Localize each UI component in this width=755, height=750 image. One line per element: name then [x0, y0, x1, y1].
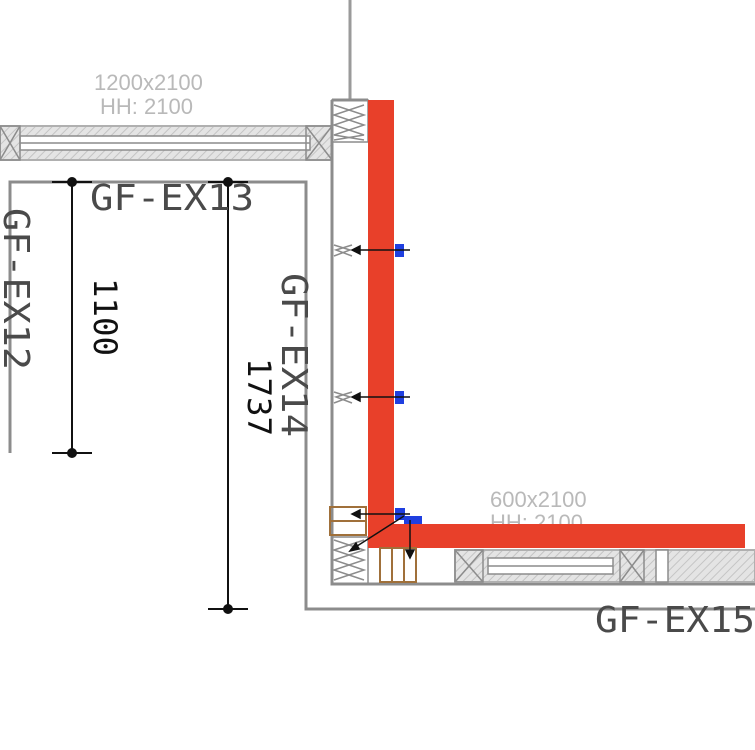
- window-top-head-height: HH: 2100: [100, 94, 193, 119]
- label-gf-ex15: GF-EX15: [595, 600, 755, 641]
- red-wall: [368, 100, 745, 548]
- window-top-size: 1200x2100: [94, 70, 203, 95]
- window-bottom-size: 600x2100: [490, 487, 587, 512]
- dimension-label-1100: 1100: [86, 278, 124, 356]
- dimension-1737: [208, 177, 248, 614]
- core-column: [331, 99, 369, 585]
- label-gf-ex12: GF-EX12: [0, 208, 36, 370]
- blue-marker-4: [404, 516, 422, 524]
- sensor-markers: [348, 244, 422, 560]
- label-gf-ex14: GF-EX14: [273, 273, 314, 437]
- brown-elements: [329, 506, 417, 583]
- window-bottom: [454, 549, 755, 583]
- red-wall-overlay: [480, 524, 745, 548]
- label-gf-ex13: GF-EX13: [90, 178, 254, 219]
- dimension-1100: [52, 177, 92, 458]
- dimension-label-1737: 1737: [240, 358, 278, 436]
- red-wall-vertical: [368, 100, 394, 548]
- window-top: [0, 125, 333, 161]
